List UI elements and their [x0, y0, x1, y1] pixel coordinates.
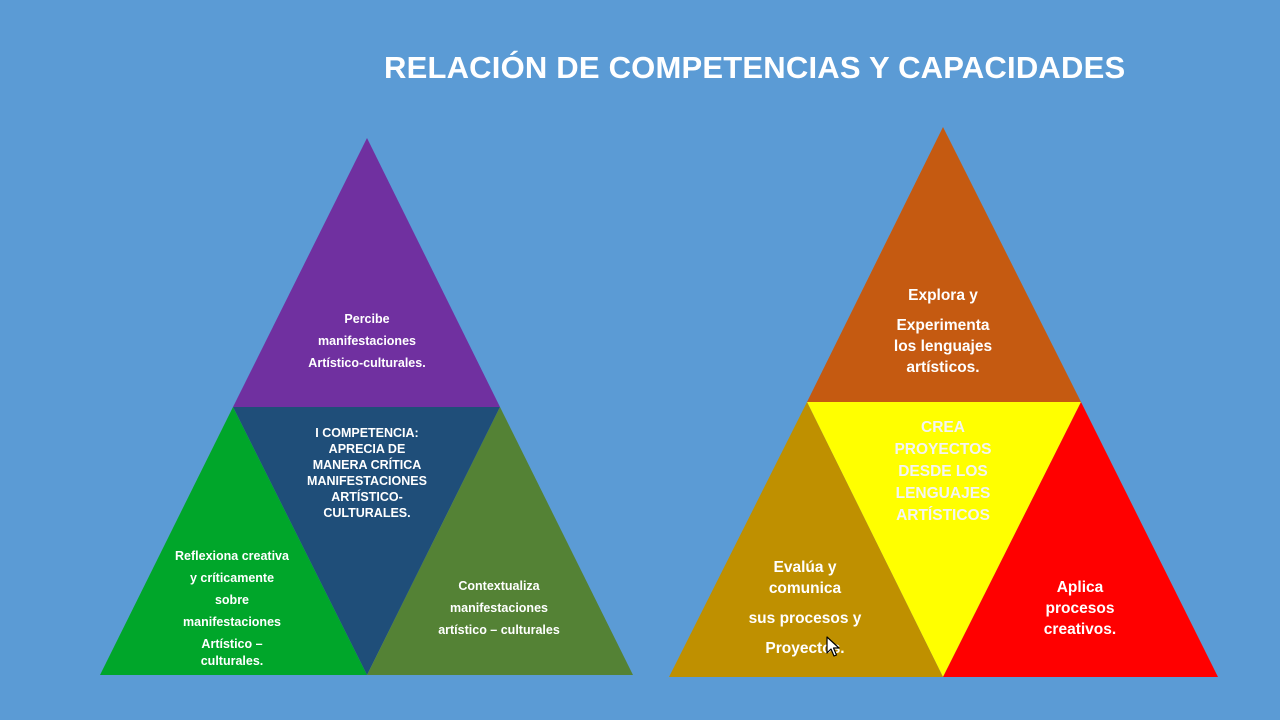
left-center-label: I COMPETENCIA: APRECIA DE MANERA CRÍTICA…	[307, 426, 427, 520]
left-bottom-right-triangle	[367, 407, 633, 675]
right-bottom-left-triangle	[669, 402, 943, 677]
left-bottom-right-label: Contextualiza manifestaciones artístico …	[438, 579, 560, 637]
right-bottom-left-label: Evalúa y comunica sus procesos y Proyect…	[748, 559, 862, 657]
right-bottom-right-label: Aplica procesos creativos.	[1043, 579, 1117, 638]
right-bottom-right-triangle	[943, 402, 1218, 677]
slide-title: RELACIÓN DE COMPETENCIAS Y CAPACIDADES	[384, 50, 1126, 85]
left-center-triangle	[233, 407, 500, 675]
left-bottom-left-triangle	[100, 407, 367, 675]
mouse-cursor-icon	[826, 636, 840, 657]
left-top-label: Percibe manifestaciones Artístico-cultur…	[308, 312, 426, 370]
left-bottom-left-label: Reflexiona creativa y críticamente sobre…	[175, 549, 289, 668]
right-top-label: Explora y Experimenta los lenguajes artí…	[893, 287, 993, 376]
left-top-triangle	[233, 138, 500, 407]
right-top-triangle	[807, 127, 1081, 402]
left-pyramid	[100, 138, 633, 675]
right-center-triangle	[807, 402, 1081, 677]
right-pyramid	[669, 127, 1218, 677]
right-center-label: CREA PROYECTOS DESDE LOS LENGUAJES ARTÍS…	[894, 419, 992, 524]
